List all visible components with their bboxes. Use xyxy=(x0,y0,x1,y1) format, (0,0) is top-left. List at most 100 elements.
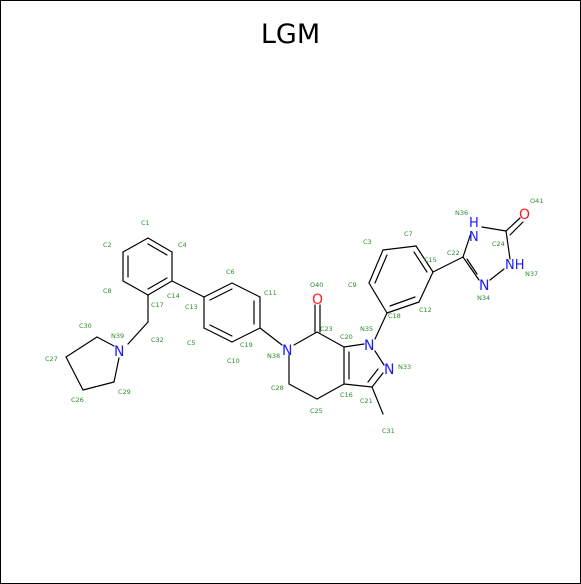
label-c8: C8 xyxy=(103,287,112,295)
bond-c22-n36 xyxy=(462,232,472,258)
bond-c21-c16 xyxy=(343,383,373,388)
label-c5: C5 xyxy=(187,339,196,347)
label-c7: C7 xyxy=(404,230,413,238)
bond-c6-c11 xyxy=(231,282,261,298)
label-c27: C27 xyxy=(45,355,58,363)
bond-c7-c15-inner xyxy=(413,251,428,273)
label-o40: O40 xyxy=(310,281,323,289)
symbol-n37: NH xyxy=(505,258,525,273)
symbol-n35: N xyxy=(364,338,374,354)
bond-n38-c23 xyxy=(293,331,318,346)
bond-c7-c15 xyxy=(415,245,434,273)
label-n36: N36 xyxy=(455,209,468,217)
bond-c14-c17-inner xyxy=(147,277,168,290)
label-o41: O41 xyxy=(530,197,543,205)
bond-n34-c22 xyxy=(462,256,480,281)
label-n38: N38 xyxy=(267,352,280,360)
bond-c15-c22 xyxy=(432,256,464,273)
bond-n33-c21-inner xyxy=(367,368,379,383)
bond-c9-c3 xyxy=(368,249,384,284)
bond-c13-c6 xyxy=(203,282,233,298)
bond-c23-c20 xyxy=(316,331,345,348)
bond-c24-o41-b xyxy=(509,221,524,236)
label-c22: C22 xyxy=(447,249,460,257)
symbol-n38: N xyxy=(282,343,292,359)
bond-c12-c18-inner xyxy=(389,296,416,307)
bond-c14-c13 xyxy=(171,280,205,298)
label-c20: C20 xyxy=(340,333,353,341)
label-c18: C18 xyxy=(388,312,401,320)
bond-c17-c8 xyxy=(122,280,149,296)
bond-c2-c1 xyxy=(122,237,149,253)
bond-c12-c18 xyxy=(386,301,420,314)
bond-c10-c5-inner xyxy=(209,324,233,337)
bond-c21-c31 xyxy=(371,386,384,415)
bond-c27-c26 xyxy=(65,356,84,391)
label-c1: C1 xyxy=(141,219,150,227)
bond-c13-c6-inner xyxy=(209,288,233,301)
bond-c29-n39 xyxy=(113,357,120,383)
bond-n35-n33 xyxy=(374,350,385,366)
label-c6: C6 xyxy=(226,268,235,276)
bond-n33-c21 xyxy=(371,372,384,388)
label-c21: C21 xyxy=(360,397,373,405)
bond-n35-c18 xyxy=(374,312,388,340)
symbol-n36: N xyxy=(469,230,479,245)
label-c3: C3 xyxy=(363,238,372,246)
bond-c24-n37 xyxy=(505,230,511,260)
bond-c14-c17 xyxy=(147,280,173,296)
bond-c10-c5 xyxy=(203,327,233,343)
label-n39: N39 xyxy=(111,332,124,340)
label-c2: C2 xyxy=(103,241,112,249)
label-c17: C17 xyxy=(151,301,164,309)
bond-n36-c24 xyxy=(481,226,507,232)
bond-c16-c25 xyxy=(316,383,345,400)
symbol-n33: N xyxy=(384,362,394,378)
atom-labels: C1 C2 C4 C8 C14 C17 C30 N39 C32 C27 C29 … xyxy=(45,197,543,435)
label-c15: C15 xyxy=(424,256,437,264)
label-c25: C25 xyxy=(310,407,323,415)
bond-c24-o41-a xyxy=(505,217,521,232)
label-c16: C16 xyxy=(340,391,353,399)
label-c30: C30 xyxy=(79,322,92,330)
label-c4: C4 xyxy=(178,241,187,249)
bond-c32-n39 xyxy=(127,321,149,345)
label-c26: C26 xyxy=(71,396,84,404)
label-c29: C29 xyxy=(118,388,131,396)
element-symbols: N N N N N NH H N O O xyxy=(114,207,530,378)
bond-c15-c12 xyxy=(418,271,434,303)
symbol-o41: O xyxy=(519,207,530,223)
bond-c1-c4 xyxy=(147,237,173,253)
bond-c1-c4-inner xyxy=(147,243,168,256)
label-c10: C10 xyxy=(227,357,240,365)
bond-c19-c10 xyxy=(231,327,261,343)
bond-c3-c7 xyxy=(382,245,417,251)
symbol-n34: N xyxy=(479,278,489,294)
label-c23: C23 xyxy=(320,325,333,333)
bond-c19-n38 xyxy=(259,327,283,346)
bond-c25-c28 xyxy=(288,383,318,400)
bond-n34-c22-inner xyxy=(466,258,478,275)
label-n34: N34 xyxy=(477,294,490,302)
label-n33: N33 xyxy=(398,363,411,371)
bond-c9-c3-inner xyxy=(374,254,388,284)
label-c31: C31 xyxy=(382,427,395,435)
symbol-n39: N xyxy=(114,344,124,360)
label-c13: C13 xyxy=(185,303,198,311)
bonds xyxy=(65,217,524,415)
bond-n39-c30 xyxy=(96,336,115,347)
symbol-o40: O xyxy=(312,292,323,308)
label-n37: N37 xyxy=(525,270,538,278)
bond-n37-n34 xyxy=(489,268,505,281)
label-c19: C19 xyxy=(240,341,253,349)
bond-c26-c29 xyxy=(82,381,115,391)
bond-c20-n35 xyxy=(343,343,365,348)
molecule-title: LGM xyxy=(260,19,321,50)
symbol-h36: H xyxy=(469,216,479,231)
label-c28: C28 xyxy=(271,384,284,392)
label-c24: C24 xyxy=(492,240,505,248)
label-c14: C14 xyxy=(167,292,180,300)
label-c9: C9 xyxy=(348,281,357,289)
